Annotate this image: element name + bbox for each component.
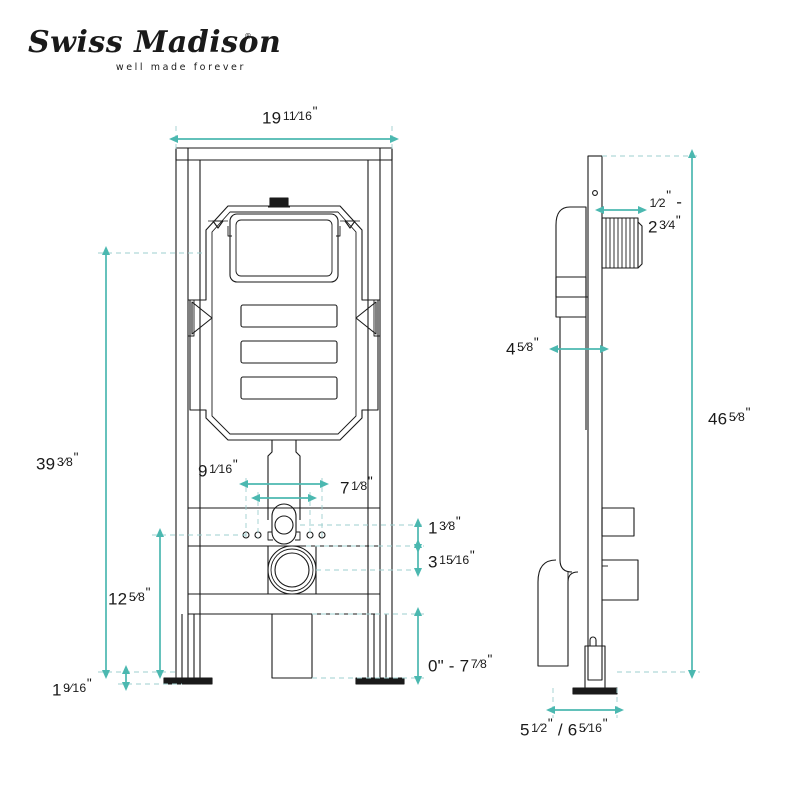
side-foot-plate [572,687,618,695]
tank-bracket-left-plate [187,299,195,337]
front-frame-left-upright [175,147,189,685]
registered-trademark-icon: ® [244,32,252,41]
side-foot-stud [589,636,597,646]
tank-bracket-left [191,301,213,335]
water-inlet-bore [274,515,294,535]
tank-notch-right [336,226,341,237]
side-tank-mid-band [555,276,587,318]
tank-bracket-right-plate [373,299,381,337]
side-tank-lower-wall [559,317,573,573]
side-outlet-upper [601,507,635,537]
side-elbow-pipe [537,559,579,667]
tank-slot-1 [240,304,338,328]
front-frame-right-upright [379,147,393,685]
front-foot-right [355,677,405,685]
actuator-connector-body [601,217,639,269]
water-inlet-clip-right [295,531,301,541]
brand-name: Swiss Madison [28,25,282,60]
tank-slot-2 [240,340,338,364]
waste-outlet-bore [274,552,310,588]
front-view-geometry [163,147,405,685]
extension-lines [98,126,700,718]
tank-access-panel-outer [229,213,339,283]
tank-access-panel-inner [235,219,333,277]
side-outlet-lower [602,559,639,601]
tank-body-inner-outline [211,211,357,435]
tank-fill-nipple [269,197,289,208]
flush-pipe-right-edge [295,440,301,520]
actuator-connector-flange [637,221,643,269]
water-inlet-clip-left [267,531,273,541]
side-rail-hole [592,190,598,196]
flush-pipe-left-edge [267,440,273,520]
side-frame-rail [587,155,603,681]
actuator-thread-lines [605,218,635,268]
side-view-geometry [537,155,643,695]
side-tank-upper-profile [555,206,587,298]
tank-body-outline [189,205,379,441]
dimension-arrows [102,135,696,714]
waste-pipe-drop [271,614,313,679]
tank-bracket-right [355,301,377,335]
brand-tagline: well made forever [115,62,246,73]
brand-logo: Swiss Madison ® well made forever [28,25,282,84]
waste-outlet-ring-mid [270,548,314,592]
front-frame-top-rail [175,147,393,161]
front-foot-left [163,677,213,685]
tank-slot-3 [240,376,338,400]
tank-notch-left [227,226,232,237]
